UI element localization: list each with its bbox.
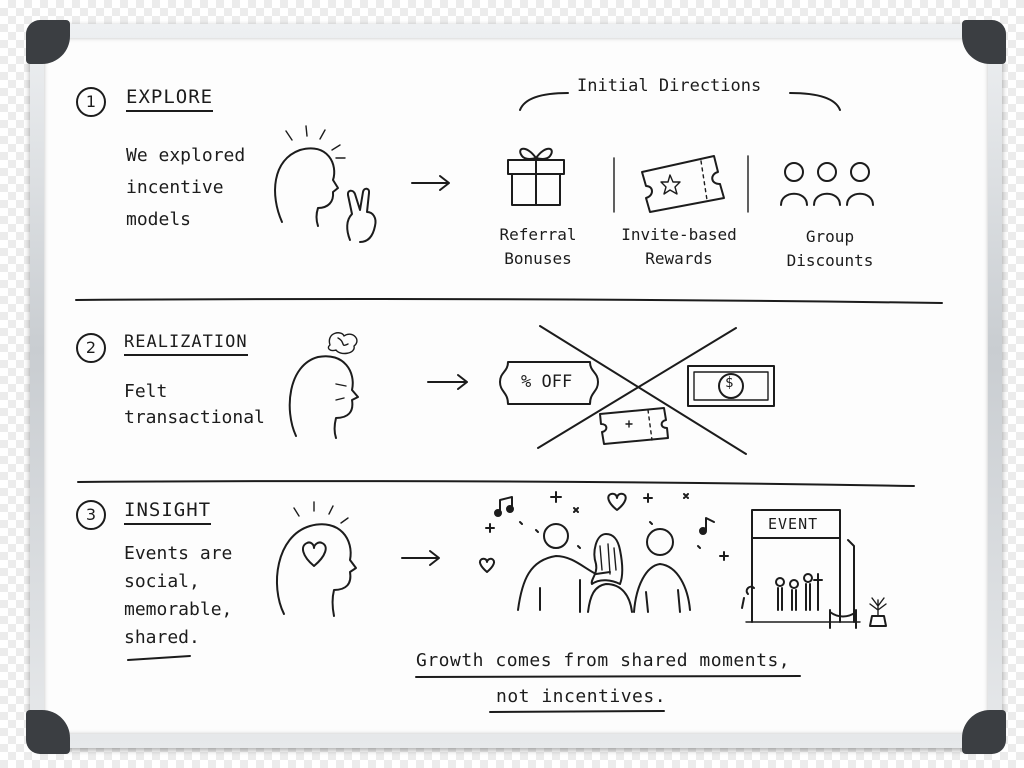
description-line: We explored (126, 145, 246, 166)
section-description-insight: Events are social, memorable, shared. (124, 540, 232, 652)
direction-label-invite: Invite-based Rewards (620, 223, 738, 271)
step-number-1: 1 (76, 87, 106, 117)
section-description-explore: We explored incentive models (126, 140, 245, 236)
step-number-2: 2 (76, 333, 106, 363)
peace-hand-icon (346, 187, 377, 243)
conclusion-underline-1 (415, 675, 801, 678)
crowd-people-icon (517, 523, 691, 613)
description-line: incentive (126, 177, 224, 198)
event-venue-icon (741, 509, 887, 629)
thinking-head-icon (274, 125, 346, 227)
description-line: social, (124, 571, 200, 592)
conclusion-line-2: not incentives. (496, 686, 667, 707)
conclusion-underline-2 (489, 710, 665, 713)
ticket-star-icon (641, 155, 725, 213)
confused-head-icon (288, 332, 359, 439)
label-line: Discounts (786, 251, 874, 270)
directions-title: Initial Directions (577, 76, 762, 96)
description-line: memorable, (124, 599, 233, 620)
arrow-icon-1 (411, 175, 450, 191)
cash-bill-icon (687, 365, 775, 407)
sparkle-icon (485, 491, 729, 561)
label-line: Bonuses (504, 249, 572, 268)
label-line: Group (805, 227, 855, 246)
event-sign: EVENT (768, 515, 819, 533)
frame-corner-bottom-right (962, 710, 1006, 754)
section-heading-explore: EXPLORE (126, 86, 214, 112)
shared-underline (127, 655, 191, 661)
coupon-text: % OFF (521, 372, 573, 392)
direction-label-group: Group Discounts (778, 225, 882, 273)
divider-line-2 (77, 480, 915, 487)
description-line: shared. (124, 627, 200, 648)
cash-symbol: $ (725, 375, 734, 391)
music-note-icon (494, 496, 715, 535)
heart-icon (478, 492, 627, 573)
small-ticket-icon (599, 407, 669, 445)
arrow-icon-2 (427, 374, 468, 390)
label-line: Referral (499, 225, 577, 244)
heart-head-icon (276, 501, 357, 617)
step-number-3: 3 (76, 500, 106, 530)
divider-line-1 (75, 298, 943, 304)
section-heading-insight: INSIGHT (124, 499, 212, 525)
directions-bracket (519, 92, 841, 111)
coupon-icon (499, 361, 599, 405)
cross-out-mark (537, 325, 747, 455)
description-line: Felt (124, 381, 168, 402)
arrow-icon-3 (401, 550, 440, 566)
section-description-realization: Felt transactional (124, 376, 265, 434)
description-line: Events are (124, 543, 233, 564)
direction-label-referral: Referral Bonuses (490, 223, 586, 271)
label-line: Rewards (645, 249, 713, 268)
group-people-icon (780, 162, 874, 206)
section-heading-realization: REALIZATION (124, 332, 248, 356)
description-line: transactional (124, 407, 265, 428)
gift-icon (507, 147, 565, 206)
description-line: models (126, 209, 192, 230)
label-line: Invite-based (621, 225, 737, 244)
conclusion-line-1: Growth comes from shared moments, (416, 650, 791, 671)
